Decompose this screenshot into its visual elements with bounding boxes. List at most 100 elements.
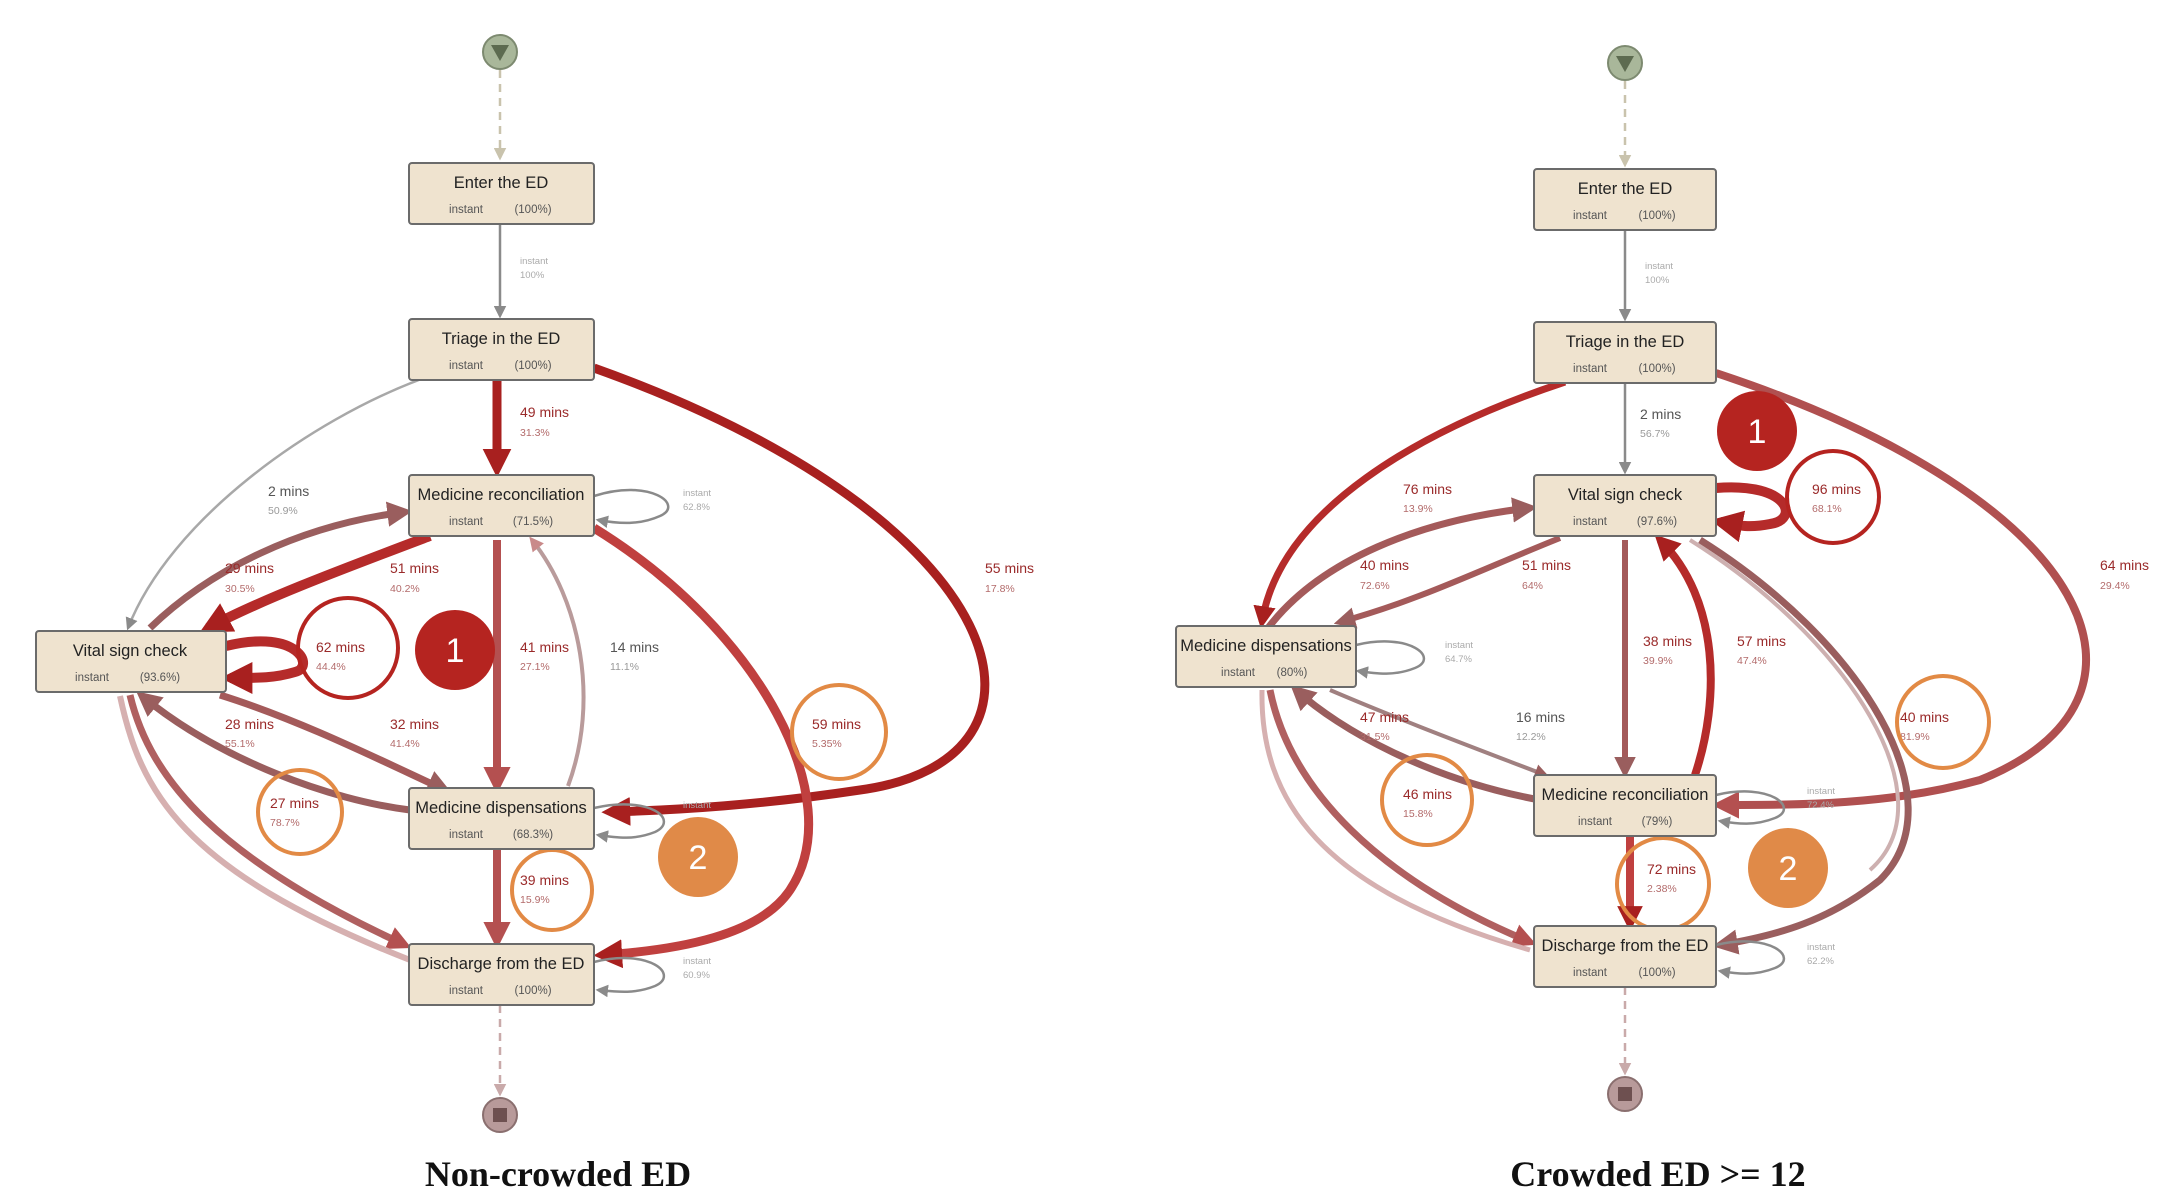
edge-label-time: 28 mins xyxy=(225,716,274,732)
node-percentage: (100%) xyxy=(1638,967,1675,979)
edge-medrec-self xyxy=(593,488,670,528)
edge-label-pct: 31.3% xyxy=(520,427,550,439)
node-title: Discharge from the ED xyxy=(1542,937,1709,955)
edge-label-pct: 30.5% xyxy=(225,583,255,595)
diagram-crowded: instant 100% 2 mins 56.7% 76 mins 13.9% … xyxy=(1175,45,2149,1194)
edge-label-pct: 31.5% xyxy=(1360,731,1390,743)
edge-medrec-self xyxy=(1715,790,1786,829)
edge-label-pct: 62.8% xyxy=(683,502,710,513)
node-triage-in-the-ed[interactable]: Triage in the ED instant (100%) xyxy=(1533,321,1717,384)
highlight-ring-red xyxy=(296,596,400,700)
edge-meddisp-vital xyxy=(136,691,411,814)
edge-label-pct: 40.2% xyxy=(390,583,420,595)
edge-label-pct: 13.9% xyxy=(1403,503,1433,515)
edge-label-time: 2 mins xyxy=(268,483,309,499)
edge-label-pct: 17.8% xyxy=(985,583,1015,595)
edge-meddisp-medrec xyxy=(529,536,586,787)
highlight-ring-orange xyxy=(256,768,344,856)
end-square-icon xyxy=(493,1108,507,1122)
node-triage-in-the-ed[interactable]: Triage in the ED instant (100%) xyxy=(408,318,595,381)
edge-label-pct: 12.2% xyxy=(1516,731,1546,743)
edge-meddisp-discharge xyxy=(1266,689,1537,947)
node-vital-sign-check[interactable]: Vital sign check instant (93.6%) xyxy=(35,630,227,693)
node-subtitle: instant xyxy=(1573,363,1608,375)
node-subtitle: instant xyxy=(1573,210,1608,222)
node-subtitle: instant xyxy=(1573,967,1608,979)
edge-label-time: 16 mins xyxy=(1516,709,1565,725)
node-percentage: (80%) xyxy=(1277,667,1308,679)
edge-label-time: 46 mins xyxy=(1403,786,1452,802)
edge-vital-discharge-light xyxy=(1688,538,1901,872)
edge-label-time: 14 mins xyxy=(610,639,659,655)
highlight-ring-orange xyxy=(1895,674,1991,770)
edge-label-time: 47 mins xyxy=(1360,709,1409,725)
edge-vital-self xyxy=(1710,482,1791,543)
edge-label-pct: 68.1% xyxy=(1812,503,1842,515)
node-medicine-reconciliation[interactable]: Medicine reconciliation instant (79%) xyxy=(1533,774,1717,837)
edge-label-time: 32 mins xyxy=(390,716,439,732)
node-title: Medicine dispensations xyxy=(415,799,587,817)
node-subtitle: instant xyxy=(1573,516,1608,528)
edge-label-time: 72 mins xyxy=(1647,861,1696,877)
edge-meddisp-medrec xyxy=(1329,688,1550,779)
edge-vital-discharge-light xyxy=(117,695,412,963)
edge-meddisp-vital xyxy=(1265,497,1538,631)
edge-triage-meddisp xyxy=(1253,378,1567,629)
edge-label-pct: 60.9% xyxy=(683,970,710,981)
edge-label-time: 29 mins xyxy=(225,560,274,576)
node-enter-the-ed[interactable]: Enter the ED instant (100%) xyxy=(408,162,595,225)
node-percentage: (93.6%) xyxy=(140,672,180,684)
edge-label-pct: 72.4% xyxy=(1807,800,1834,811)
edge-label-time: 49 mins xyxy=(520,404,569,420)
edge-label-pct: 11.1% xyxy=(610,661,639,673)
edge-label-time: 55 mins xyxy=(985,560,1034,576)
edge-label-time: 51 mins xyxy=(1522,557,1571,573)
edge-label-time: instant xyxy=(683,488,711,499)
edge-label-time: instant xyxy=(683,956,711,967)
node-medicine-dispensations[interactable]: Medicine dispensations instant (68.3%) xyxy=(408,787,595,850)
start-triangle-icon xyxy=(491,45,509,61)
edge-medrec-discharge xyxy=(591,524,814,969)
edge-label-pct: 2.38% xyxy=(1647,883,1677,895)
node-title: Enter the ED xyxy=(454,174,549,192)
edge-label-time: instant xyxy=(1445,640,1473,651)
node-percentage: (97.6%) xyxy=(1637,516,1677,528)
marker-2-badge xyxy=(658,817,738,897)
node-discharge-from-the-ed[interactable]: Discharge from the ED instant (100%) xyxy=(408,943,595,1006)
node-title: Triage in the ED xyxy=(1566,333,1685,351)
edge-vital-discharge xyxy=(1698,537,1912,955)
diagram-caption: Crowded ED >= 12 xyxy=(1510,1154,1805,1194)
node-medicine-reconciliation[interactable]: Medicine reconciliation instant (71.5%) xyxy=(408,474,595,537)
node-percentage: (71.5%) xyxy=(513,516,553,528)
node-subtitle: instant xyxy=(1221,667,1256,679)
node-subtitle: instant xyxy=(449,829,484,841)
node-percentage: (100%) xyxy=(1638,210,1675,222)
highlight-ring-orange xyxy=(790,683,888,781)
marker-2-label: 2 xyxy=(1779,850,1798,888)
node-vital-sign-check[interactable]: Vital sign check instant (97.6%) xyxy=(1533,474,1717,537)
node-title: Medicine reconciliation xyxy=(1542,786,1709,804)
node-subtitle: instant xyxy=(1578,816,1613,828)
end-square-icon xyxy=(1618,1087,1632,1101)
edge-label-pct: 100% xyxy=(520,270,545,281)
start-triangle-icon xyxy=(1616,56,1634,72)
edge-label-pct: 15.9% xyxy=(520,894,550,906)
edge-discharge-self xyxy=(1715,940,1786,979)
node-percentage: (100%) xyxy=(1638,363,1675,375)
node-subtitle: instant xyxy=(449,204,484,216)
node-enter-the-ed[interactable]: Enter the ED instant (100%) xyxy=(1533,168,1717,231)
node-title: Enter the ED xyxy=(1578,180,1673,198)
edge-label-time: 62 mins xyxy=(316,639,365,655)
edge-label-pct: 41.4% xyxy=(390,738,420,750)
edge-vital-discharge xyxy=(126,694,412,949)
edge-vital-meddisp xyxy=(1333,535,1562,629)
edge-triage-vital xyxy=(125,376,425,631)
edge-label-pct: 27.1% xyxy=(520,661,550,673)
edge-label-pct: 64% xyxy=(1522,580,1543,592)
node-subtitle: instant xyxy=(449,985,484,997)
edge-label-time: instant xyxy=(520,256,548,267)
node-percentage: (100%) xyxy=(514,204,551,216)
node-discharge-from-the-ed[interactable]: Discharge from the ED instant (100%) xyxy=(1533,925,1717,988)
edge-label-pct: 78.7% xyxy=(270,817,300,829)
node-medicine-dispensations[interactable]: Medicine dispensations instant (80%) xyxy=(1175,625,1357,688)
